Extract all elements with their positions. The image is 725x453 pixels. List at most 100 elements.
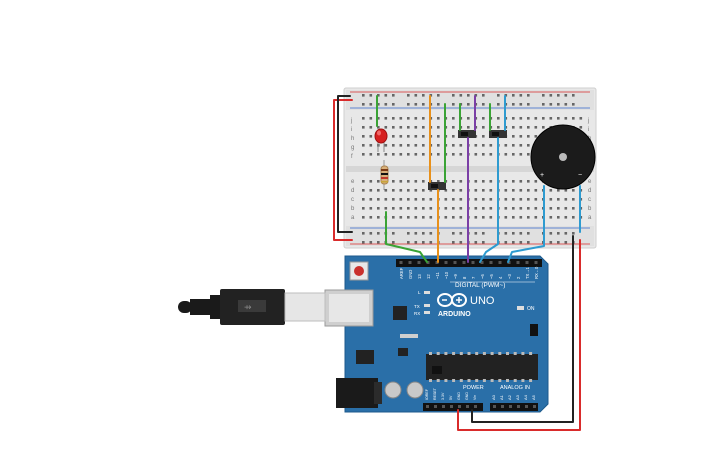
red-wire-power-left[interactable] [333,99,353,241]
breadboard-hole [504,144,508,147]
analog-pin[interactable] [517,405,520,408]
breadboard-hole [452,153,455,156]
analog-pin[interactable] [533,405,536,408]
breadboard-hole [482,198,485,201]
row-letter: a [351,215,355,221]
rail-hole [392,232,395,235]
analog-pin[interactable] [525,405,528,408]
digital-pin[interactable] [471,261,475,264]
chip-pin [475,379,479,382]
breadboard-hole [579,117,583,120]
analog-header[interactable] [490,403,538,411]
red-led[interactable] [374,128,388,152]
voltage-regulator [356,350,374,364]
digital-pin[interactable] [462,261,466,264]
breadboard-hole [459,207,463,210]
usb-symbol-icon: ⇸ [244,302,252,312]
rail-hole [362,94,365,97]
rail-hole [527,103,530,106]
breadboard-hole [377,117,380,120]
wires[interactable] [333,95,581,431]
digital-pin[interactable] [489,261,493,264]
breadboard-hole [422,198,425,201]
green-wire-pin13[interactable] [385,211,428,263]
breadboard-hole [392,207,395,210]
digital-pin[interactable] [516,261,520,264]
rail-hole [527,241,530,244]
breadboard-hole [377,180,380,183]
rail-hole [459,94,463,97]
breadboard-hole [429,216,433,219]
breadboard-hole [362,144,365,147]
digital-pin[interactable] [408,261,412,264]
breadboard-hole [512,216,515,219]
power-pin[interactable] [426,405,429,408]
power-pin[interactable] [442,405,445,408]
slide-switch-2[interactable] [458,130,476,138]
power-pin[interactable] [458,405,461,408]
chip-pin [467,352,471,355]
slide-switch-1[interactable] [428,182,446,190]
digital-pin[interactable] [534,261,538,264]
breadboard-hole [399,144,403,147]
power-pin[interactable] [450,405,453,408]
breadboard-hole [452,198,455,201]
digital-pin[interactable] [498,261,502,264]
power-pin[interactable] [474,405,477,408]
breadboard-hole [474,216,478,219]
digital-pin[interactable] [435,261,439,264]
breadboard[interactable]: j i h g f e d c b a j i h e d c b a [343,87,597,249]
resistor[interactable] [380,160,389,190]
piezo-buzzer[interactable]: + − [530,124,596,190]
digital-pin-label: 12 [426,274,431,279]
breadboard-hole [497,126,500,129]
rail-hole [564,94,568,97]
usb-cable[interactable]: ⇸ [178,289,326,325]
digital-pin[interactable] [444,261,448,264]
breadboard-hole [369,207,373,210]
breadboard-hole [519,126,523,129]
breadboard-hole [399,153,403,156]
digital-pin[interactable] [399,261,403,264]
breadboard-hole [519,117,523,120]
analog-pin[interactable] [501,405,504,408]
blue-wire-buzzer[interactable] [507,185,545,263]
chip-pin [459,352,463,355]
chip-pin [467,379,471,382]
breadboard-hole [504,180,508,183]
analog-pin[interactable] [493,405,496,408]
digital-pin[interactable] [453,261,457,264]
blue-wire-pin6[interactable] [479,137,499,263]
digital-pin[interactable] [426,261,430,264]
power-pin[interactable] [434,405,437,408]
digital-header[interactable] [396,259,542,267]
black-wire-gnd-left[interactable] [337,95,353,233]
breadboard-hole [407,144,410,147]
breadboard-hole [557,207,560,210]
digital-pin[interactable] [507,261,511,264]
rail-hole [527,94,530,97]
analog-pin[interactable] [509,405,512,408]
breadboard-hole [519,207,523,210]
reset-button[interactable] [349,261,369,281]
rail-hole [407,241,410,244]
power-pin[interactable] [466,405,469,408]
breadboard-hole [557,189,560,192]
row-letter: j [350,118,352,124]
red-wire-5v-arduino[interactable] [457,239,581,431]
breadboard-hole [452,207,455,210]
digital-pin[interactable] [525,261,529,264]
breadboard-hole [377,216,380,219]
breadboard-hole [369,117,373,120]
slide-switch-3[interactable] [489,130,507,138]
digital-pin[interactable] [417,261,421,264]
digital-pin-label: GND [408,270,413,279]
breadboard-hole [527,117,530,120]
digital-pin[interactable] [480,261,484,264]
black-wire-gnd-arduino[interactable] [471,235,574,423]
rail-hole [422,94,425,97]
breadboard-hole [564,207,568,210]
rail-hole [384,103,388,106]
